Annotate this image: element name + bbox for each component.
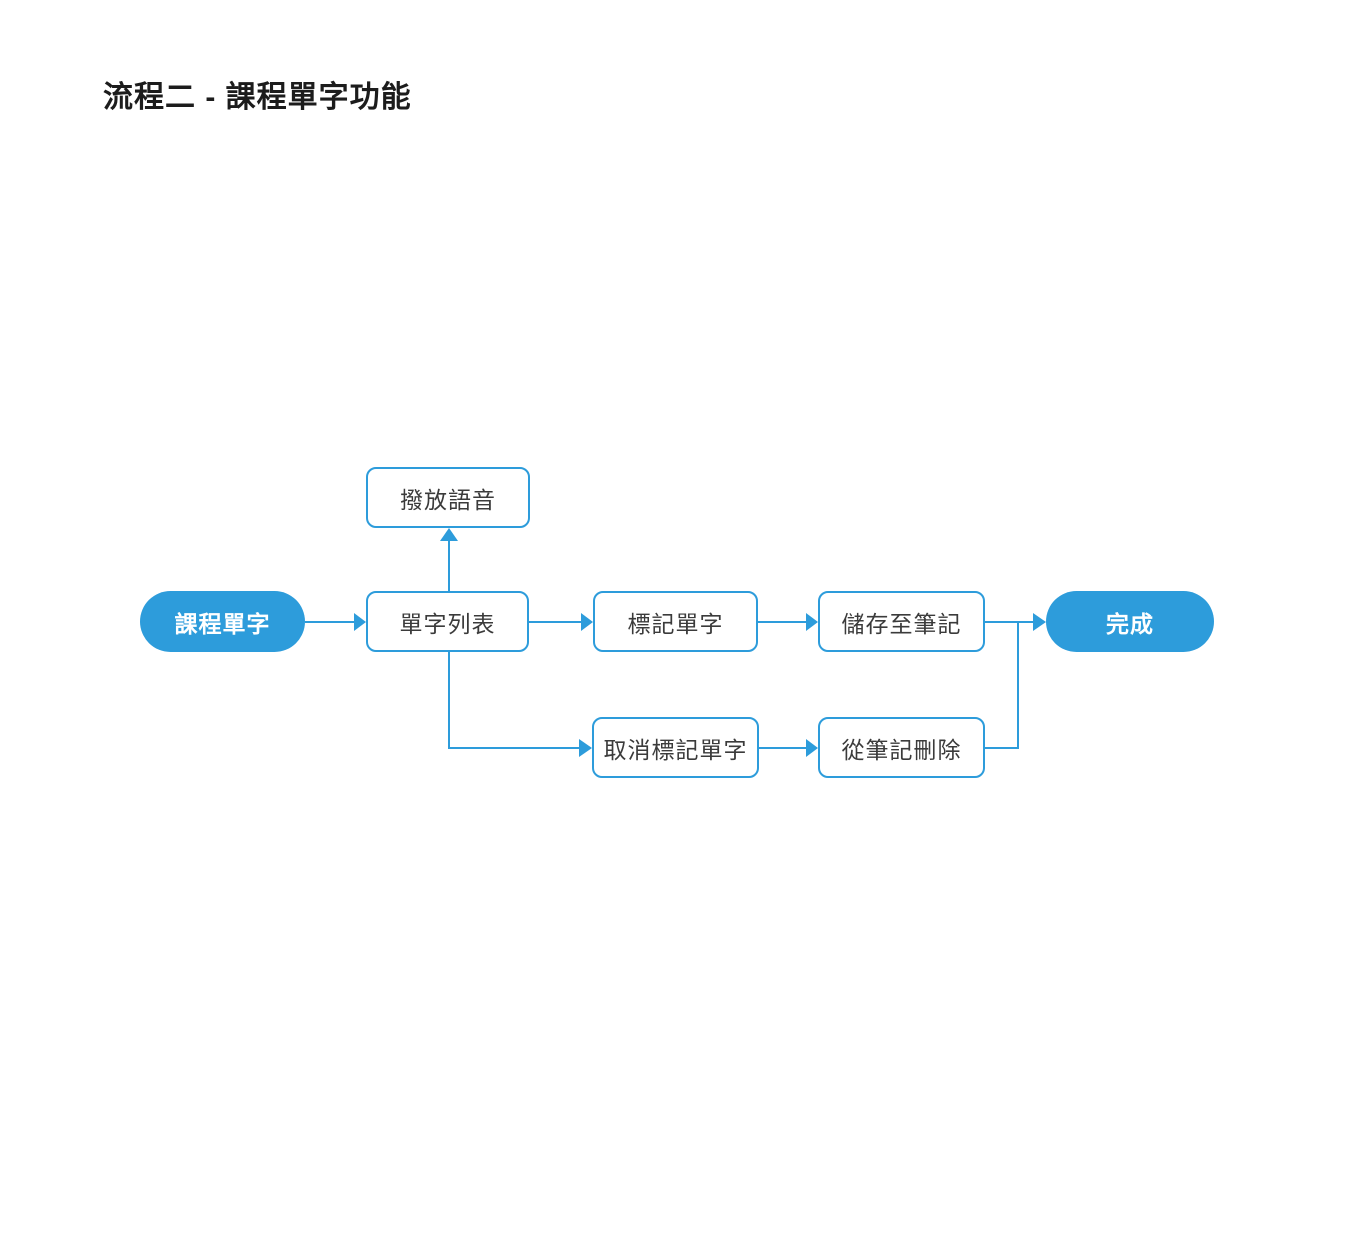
- page-title: 流程二 - 課程單字功能: [103, 81, 412, 114]
- edge-save-to-notes-to-done: [985, 613, 1046, 631]
- node-word-list: 單字列表: [366, 591, 529, 652]
- node-course-words: 課程單字: [140, 591, 305, 652]
- edge-word-list-to-unmark-word: [448, 652, 592, 757]
- node-play-audio: 撥放語音: [366, 467, 530, 528]
- edge-delete-from-notes-to-done: [985, 622, 1019, 749]
- edge-start-to-word-list: [305, 613, 366, 631]
- node-mark-word: 標記單字: [593, 591, 758, 652]
- edge-mark-word-to-save-to-notes: [758, 613, 818, 631]
- node-save-to-notes: 儲存至筆記: [818, 591, 985, 652]
- edge-unmark-word-to-delete-from-notes: [759, 739, 818, 757]
- node-done: 完成: [1046, 591, 1214, 652]
- edge-word-list-to-mark-word: [529, 613, 593, 631]
- edge-word-list-to-play-audio: [440, 528, 458, 591]
- node-delete-from-notes: 從筆記刪除: [818, 717, 985, 778]
- node-unmark-word: 取消標記單字: [592, 717, 759, 778]
